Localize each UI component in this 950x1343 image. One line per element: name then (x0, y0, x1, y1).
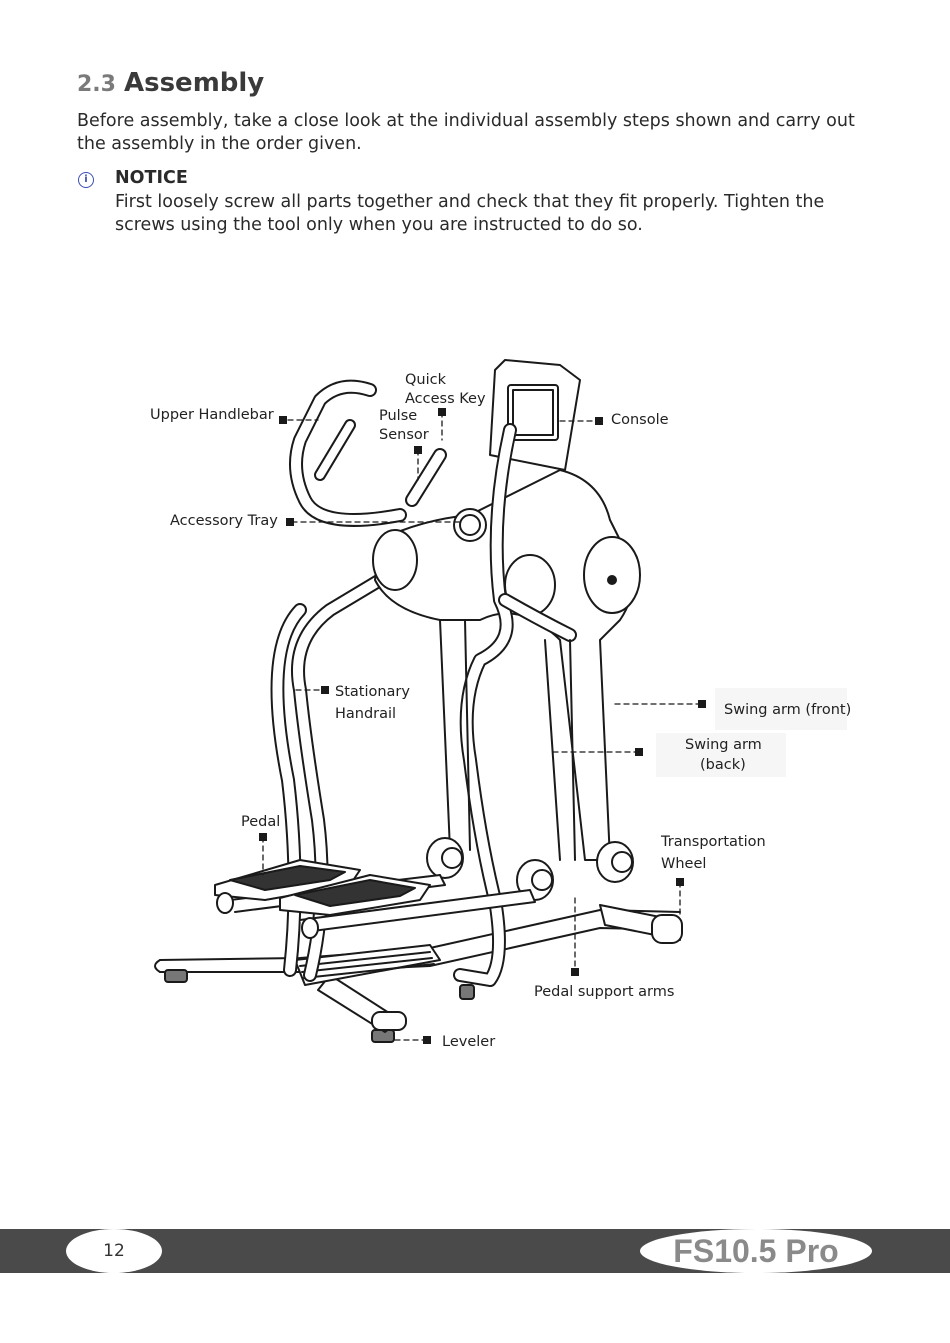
notice-title: NOTICE (115, 168, 188, 188)
label-quick-access-key-line1: Quick (405, 372, 447, 388)
label-stationary-handrail-line2: Handrail (335, 706, 397, 722)
label-transportation-wheel-line1: Transportation (661, 834, 766, 850)
label-box-swing-arm-back (656, 733, 786, 777)
label-quick-access-key-line2: Access Key (405, 391, 486, 407)
intro-paragraph: Before assembly, take a close look at th… (77, 111, 855, 154)
info-icon: i (78, 172, 94, 188)
model-name: FS10.5 Pro (640, 1229, 872, 1273)
label-pulse-sensor-line1: Pulse (379, 408, 418, 424)
section-heading: 2.3 Assembly (77, 68, 264, 98)
label-box-swing-arm-front (715, 688, 847, 730)
notice-text: First loosely screw all parts together a… (115, 192, 825, 235)
label-pulse-sensor-line2: Sensor (379, 427, 429, 443)
section-title: Assembly (123, 68, 265, 98)
label-upper-handlebar: Upper Handlebar (150, 407, 274, 423)
label-console: Console (611, 412, 669, 428)
section-number: 2.3 (77, 72, 116, 97)
label-swing-arm-back-line1: Swing arm (685, 737, 762, 753)
label-pedal-support-arms: Pedal support arms (534, 984, 675, 1000)
label-swing-arm-back-line2: (back) (700, 757, 746, 773)
label-swing-arm-front: Swing arm (front) (724, 702, 852, 718)
label-pedal: Pedal (241, 814, 281, 830)
label-leveler: Leveler (442, 1034, 496, 1050)
page-number: 12 (66, 1229, 162, 1273)
label-accessory-tray: Accessory Tray (170, 513, 278, 529)
label-transportation-wheel-line2: Wheel (661, 856, 707, 872)
label-stationary-handrail-line1: Stationary (335, 684, 410, 700)
